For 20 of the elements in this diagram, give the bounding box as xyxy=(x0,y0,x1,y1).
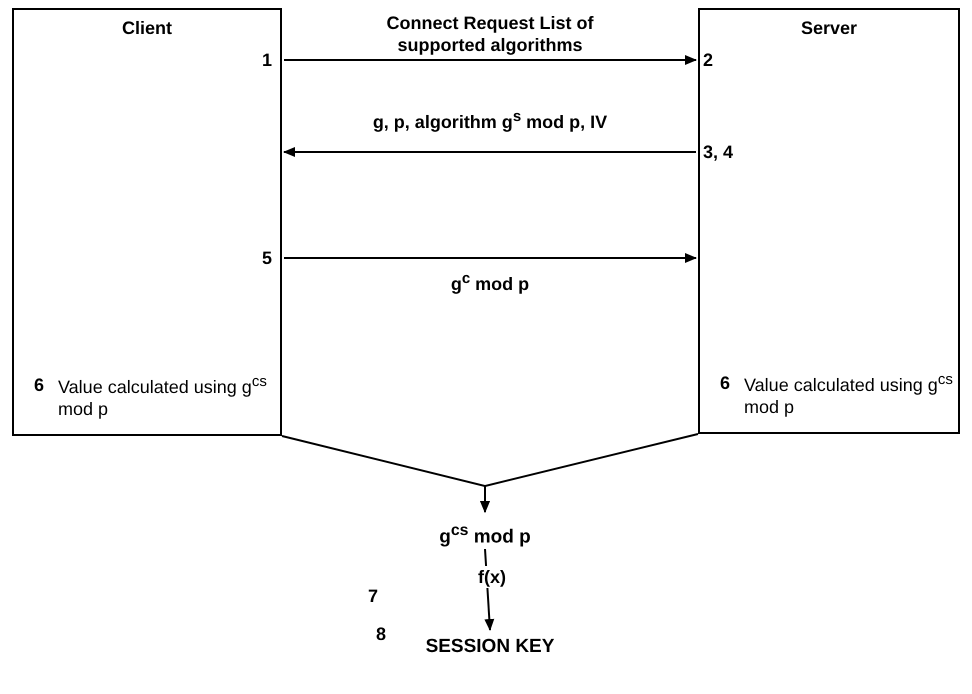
value-text: g$^{cs}$ mod p xyxy=(410,514,560,548)
participant-title: Server xyxy=(800,18,858,39)
arrow xyxy=(480,433,698,513)
participant-box xyxy=(12,8,282,436)
participant-box xyxy=(698,8,960,434)
step-number: 3, 4 xyxy=(703,142,734,163)
note-text: Value calculated using g$^{cs}$ mod p xyxy=(744,370,954,418)
step-number: 8 xyxy=(376,624,386,645)
step-number: 6 xyxy=(34,374,44,396)
step-number: 7 xyxy=(368,586,378,607)
participant-title: Client xyxy=(120,18,173,39)
step-number: 2 xyxy=(703,50,714,71)
step-number: 1 xyxy=(262,50,272,71)
value-text: SESSION KEY xyxy=(420,632,560,662)
note-text: Value calculated using g$^{cs}$ mod p xyxy=(58,372,268,420)
arrow xyxy=(283,147,696,157)
step-number: 6 xyxy=(720,372,730,394)
arrow xyxy=(284,253,697,263)
step-number: 5 xyxy=(262,248,272,269)
arrow xyxy=(284,55,697,65)
